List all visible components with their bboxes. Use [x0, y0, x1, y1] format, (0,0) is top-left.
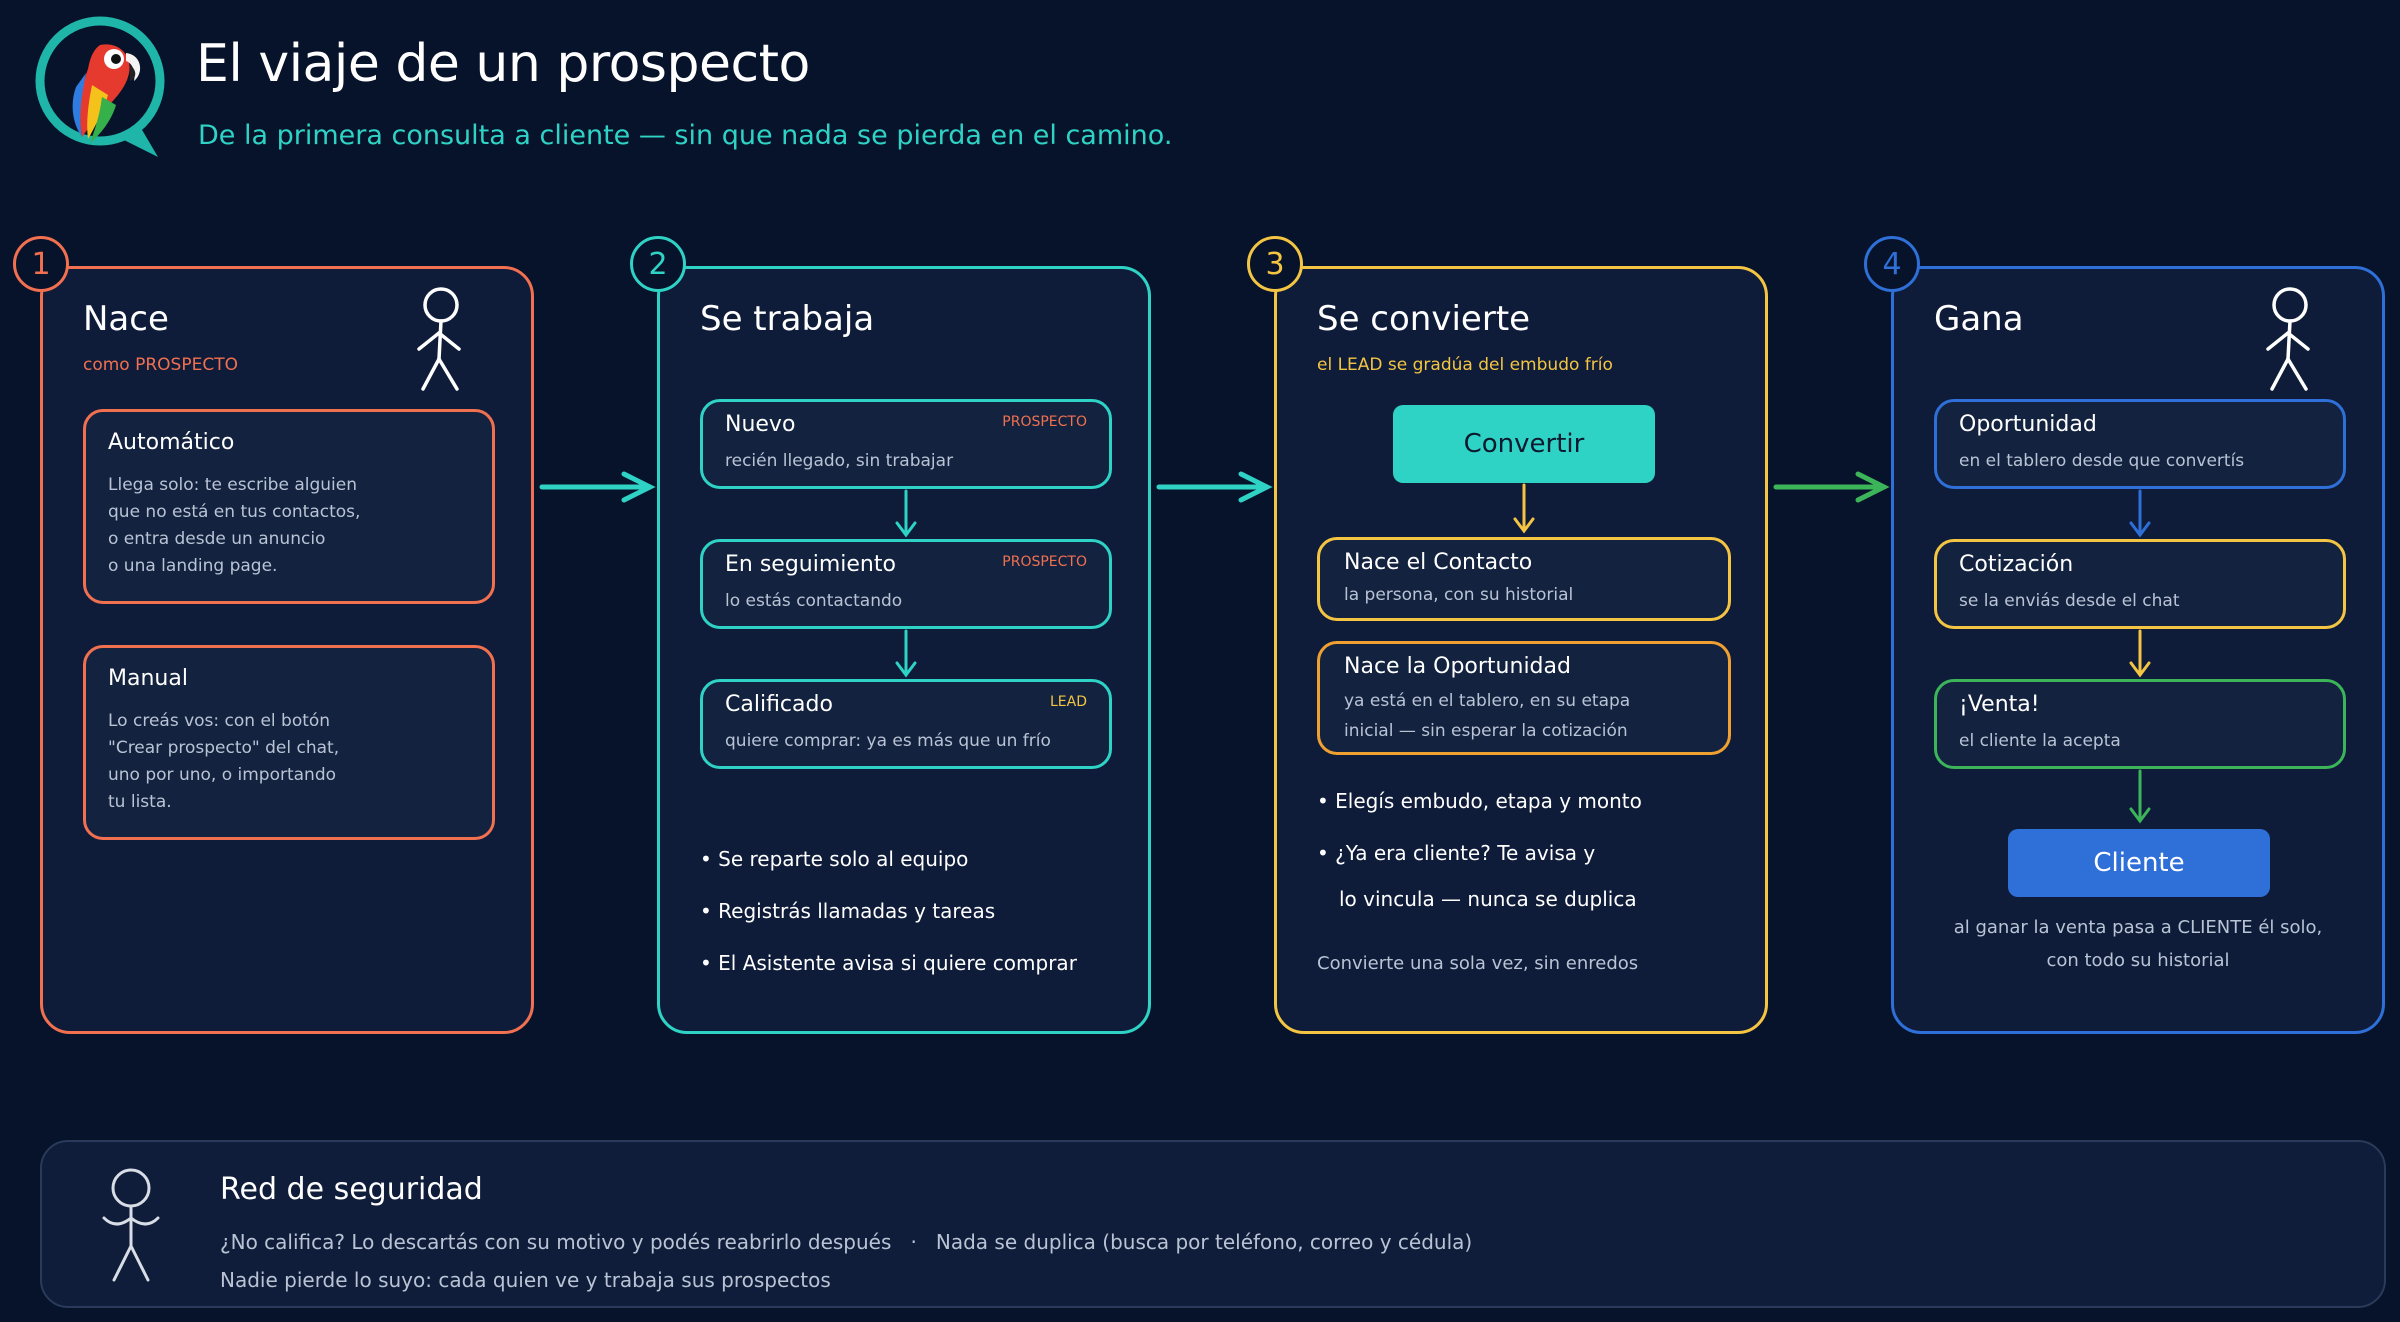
manual-line-2: "Crear prospecto" del chat,: [108, 738, 340, 758]
page-title: El viaje de un prospecto: [196, 34, 810, 94]
arrow-down-icon: [2129, 489, 2151, 538]
page-subtitle: De la primera consulta a cliente — sin q…: [198, 120, 1173, 151]
stage-1-number: 1: [13, 236, 69, 292]
convertir-button[interactable]: Convertir: [1393, 405, 1655, 483]
seguimiento-desc: lo estás contactando: [725, 591, 903, 611]
automatic-line-2: que no está en tus contactos,: [108, 502, 361, 522]
stage-2-card: Se trabaja Nuevo PROSPECTO recién llegad…: [657, 266, 1151, 1034]
cotizacion-box: Cotización se la enviás desde el chat: [1934, 539, 2346, 629]
stage-3-card: Se convierte el LEAD se gradúa del embud…: [1274, 266, 1768, 1034]
seguimiento-box: En seguimiento PROSPECTO lo estás contac…: [700, 539, 1112, 629]
stick-figure-icon: [413, 287, 469, 403]
stage-3-note: Convierte una sola vez, sin enredos: [1317, 953, 1639, 974]
stage-3-title: Se convierte: [1317, 299, 1531, 339]
stage-4-number: 4: [1864, 236, 1920, 292]
safety-net-line-1: ¿No califica? Lo descartás con su motivo…: [220, 1230, 1473, 1254]
cliente-button[interactable]: Cliente: [2008, 829, 2270, 897]
stage-3-bullet-2: • ¿Ya era cliente? Te avisa y: [1317, 841, 1596, 865]
stage-3-bullet-3: lo vincula — nunca se duplica: [1339, 887, 1637, 911]
automatic-line-4: o una landing page.: [108, 556, 278, 576]
safety-net-panel: Red de seguridad ¿No califica? Lo descar…: [40, 1140, 2386, 1308]
oportunidad-title: Nace la Oportunidad: [1344, 654, 1571, 679]
safety-net-title: Red de seguridad: [220, 1172, 483, 1207]
calificado-title: Calificado: [725, 692, 833, 717]
oportunidad-line-2: inicial — sin esperar la cotización: [1344, 721, 1628, 741]
stage-2-bullet-1: • Se reparte solo al equipo: [700, 847, 969, 871]
contacto-box: Nace el Contacto la persona, con su hist…: [1317, 537, 1731, 621]
stage-4-note-2: con todo su historial: [2046, 950, 2230, 971]
safety-net-line-2: Nadie pierde lo suyo: cada quien ve y tr…: [220, 1268, 831, 1292]
oportunidad-4-title: Oportunidad: [1959, 412, 2097, 437]
cotizacion-desc: se la enviás desde el chat: [1959, 591, 2180, 611]
venta-title: ¡Venta!: [1959, 692, 2040, 717]
nuevo-title: Nuevo: [725, 412, 796, 437]
stage-3-tag: el LEAD se gradúa del embudo frío: [1317, 355, 1613, 375]
automatic-box: Automático Llega solo: te escribe alguie…: [83, 409, 495, 604]
stage-1-title: Nace: [83, 299, 169, 339]
oportunidad-4-box: Oportunidad en el tablero desde que conv…: [1934, 399, 2346, 489]
venta-box: ¡Venta! el cliente la acepta: [1934, 679, 2346, 769]
arrow-right-icon: [1773, 471, 1890, 503]
stick-figure-icon: [2262, 287, 2318, 403]
contacto-title: Nace el Contacto: [1344, 550, 1533, 575]
stage-2-bullet-2: • Registrás llamadas y tareas: [700, 899, 996, 923]
stage-4-note-1: al ganar la venta pasa a CLIENTE él solo…: [1953, 917, 2323, 938]
oportunidad-line-1: ya está en el tablero, en su etapa: [1344, 691, 1631, 711]
stage-2-number: 2: [630, 236, 686, 292]
automatic-line-3: o entra desde un anuncio: [108, 529, 326, 549]
stage-3-bullet-1: • Elegís embudo, etapa y monto: [1317, 789, 1642, 813]
stage-2-bullet-3: • El Asistente avisa si quiere comprar: [700, 951, 1077, 975]
stage-3-number: 3: [1247, 236, 1303, 292]
stage-4-title: Gana: [1934, 299, 2024, 339]
cotizacion-title: Cotización: [1959, 552, 2074, 577]
calificado-box: Calificado LEAD quiere comprar: ya es má…: [700, 679, 1112, 769]
stick-figure-icon: [98, 1168, 164, 1292]
manual-line-1: Lo creás vos: con el botón: [108, 711, 331, 731]
arrow-down-icon: [895, 489, 917, 538]
arrow-right-icon: [539, 471, 656, 503]
oportunidad-4-desc: en el tablero desde que convertís: [1959, 451, 2245, 471]
parrot-logo-icon: [30, 15, 170, 160]
stage-4-card: Gana Oportunidad en el tablero desde que…: [1891, 266, 2385, 1034]
automatic-line-1: Llega solo: te escribe alguien: [108, 475, 357, 495]
calificado-badge: LEAD: [1049, 694, 1087, 710]
manual-line-3: uno por uno, o importando: [108, 765, 337, 785]
nuevo-box: Nuevo PROSPECTO recién llegado, sin trab…: [700, 399, 1112, 489]
arrow-down-icon: [1513, 483, 1535, 534]
oportunidad-box: Nace la Oportunidad ya está en el tabler…: [1317, 641, 1731, 755]
stage-1-tag: como PROSPECTO: [83, 355, 238, 375]
stage-1-card: Nace como PROSPECTO Automático Llega sol…: [40, 266, 534, 1034]
arrow-down-icon: [2129, 629, 2151, 678]
seguimiento-badge: PROSPECTO: [1002, 554, 1087, 570]
stage-2-title: Se trabaja: [700, 299, 875, 339]
manual-line-4: tu lista.: [108, 792, 172, 812]
arrow-down-icon: [895, 629, 917, 678]
nuevo-desc: recién llegado, sin trabajar: [725, 451, 954, 471]
arrow-right-icon: [1156, 471, 1273, 503]
seguimiento-title: En seguimiento: [725, 552, 896, 577]
contacto-desc: la persona, con su historial: [1344, 585, 1574, 605]
automatic-title: Automático: [108, 430, 235, 455]
venta-desc: el cliente la acepta: [1959, 731, 2121, 751]
arrow-down-icon: [2129, 769, 2151, 824]
manual-box: Manual Lo creás vos: con el botón "Crear…: [83, 645, 495, 840]
manual-title: Manual: [108, 666, 188, 691]
calificado-desc: quiere comprar: ya es más que un frío: [725, 731, 1051, 751]
nuevo-badge: PROSPECTO: [1002, 414, 1087, 430]
